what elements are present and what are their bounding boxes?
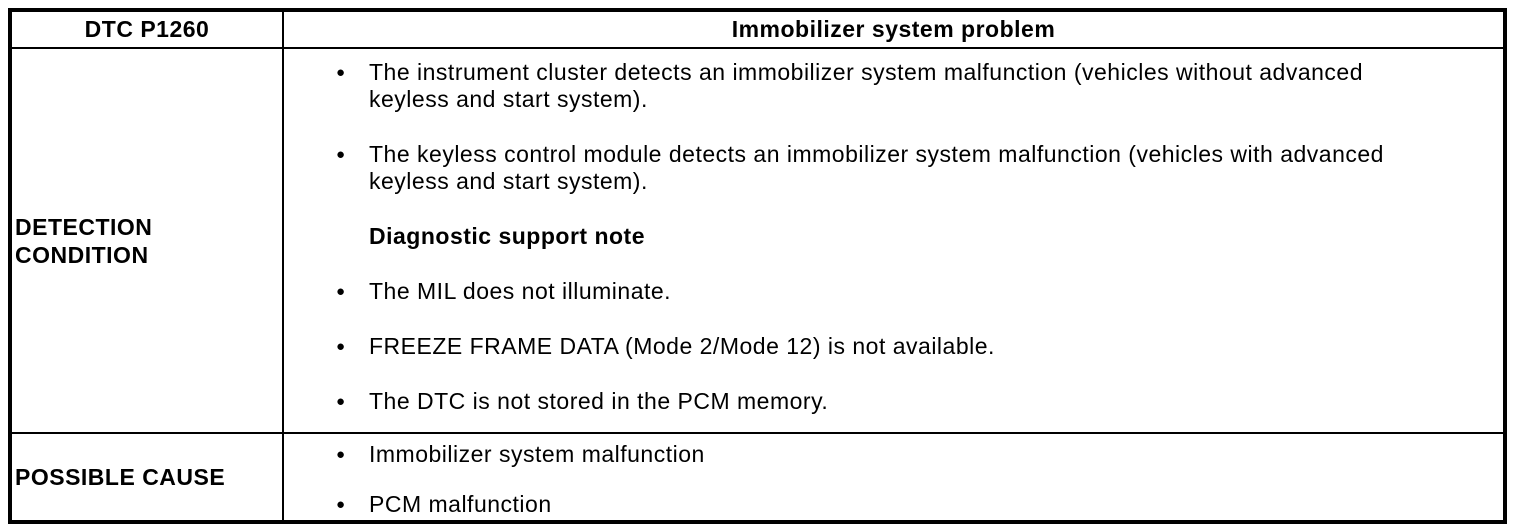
- detection-condition-label: DETECTION CONDITION: [15, 213, 153, 268]
- detection-item-2: ● The keyless control module detects an …: [336, 141, 1413, 195]
- dtc-code-cell: DTC P1260: [12, 12, 284, 47]
- bullet-icon: ●: [336, 64, 346, 81]
- detection-condition-content: ● The instrument cluster detects an immo…: [284, 49, 1503, 432]
- detection-item-2-text: The keyless control module detects an im…: [369, 141, 1384, 194]
- possible-cause-row: POSSIBLE CAUSE ● Immobilizer system malf…: [12, 432, 1503, 520]
- detection-condition-label-cell: DETECTION CONDITION: [12, 49, 284, 432]
- problem-title-cell: Immobilizer system problem: [284, 12, 1503, 47]
- bullet-icon: ●: [336, 393, 346, 410]
- detection-item-4: ● FREEZE FRAME DATA (Mode 2/Mode 12) is …: [336, 333, 1413, 360]
- possible-cause-item-2: ● PCM malfunction: [336, 491, 1413, 518]
- possible-cause-label: POSSIBLE CAUSE: [15, 464, 226, 490]
- bullet-icon: ●: [336, 146, 346, 163]
- detection-item-1: ● The instrument cluster detects an immo…: [336, 59, 1413, 113]
- possible-cause-item-2-text: PCM malfunction: [369, 491, 552, 517]
- detection-condition-row: DETECTION CONDITION ● The instrument clu…: [12, 47, 1503, 432]
- detection-item-3-text: The MIL does not illuminate.: [369, 278, 672, 304]
- detection-item-3: ● The MIL does not illuminate.: [336, 278, 1413, 305]
- diagnostic-support-note: Diagnostic support note: [369, 223, 645, 249]
- bullet-icon: ●: [336, 338, 346, 355]
- possible-cause-item-1: ● Immobilizer system malfunction: [336, 441, 1413, 468]
- bullet-icon: ●: [336, 283, 346, 300]
- possible-cause-item-1-text: Immobilizer system malfunction: [369, 441, 705, 467]
- bullet-icon: ●: [336, 446, 346, 463]
- dtc-table: DTC P1260 Immobilizer system problem DET…: [8, 8, 1507, 524]
- possible-cause-label-cell: POSSIBLE CAUSE: [12, 434, 284, 520]
- table-header-row: DTC P1260 Immobilizer system problem: [12, 12, 1503, 47]
- detection-item-1-text: The instrument cluster detects an immobi…: [369, 59, 1364, 112]
- detection-item-5-text: The DTC is not stored in the PCM memory.: [369, 388, 829, 414]
- detection-item-4-text: FREEZE FRAME DATA (Mode 2/Mode 12) is no…: [369, 333, 995, 359]
- detection-item-5: ● The DTC is not stored in the PCM memor…: [336, 388, 1413, 415]
- problem-title: Immobilizer system problem: [731, 16, 1056, 42]
- dtc-code-label: DTC P1260: [84, 16, 210, 42]
- possible-cause-content: ● Immobilizer system malfunction ● PCM m…: [284, 434, 1503, 520]
- bullet-icon: ●: [336, 496, 346, 513]
